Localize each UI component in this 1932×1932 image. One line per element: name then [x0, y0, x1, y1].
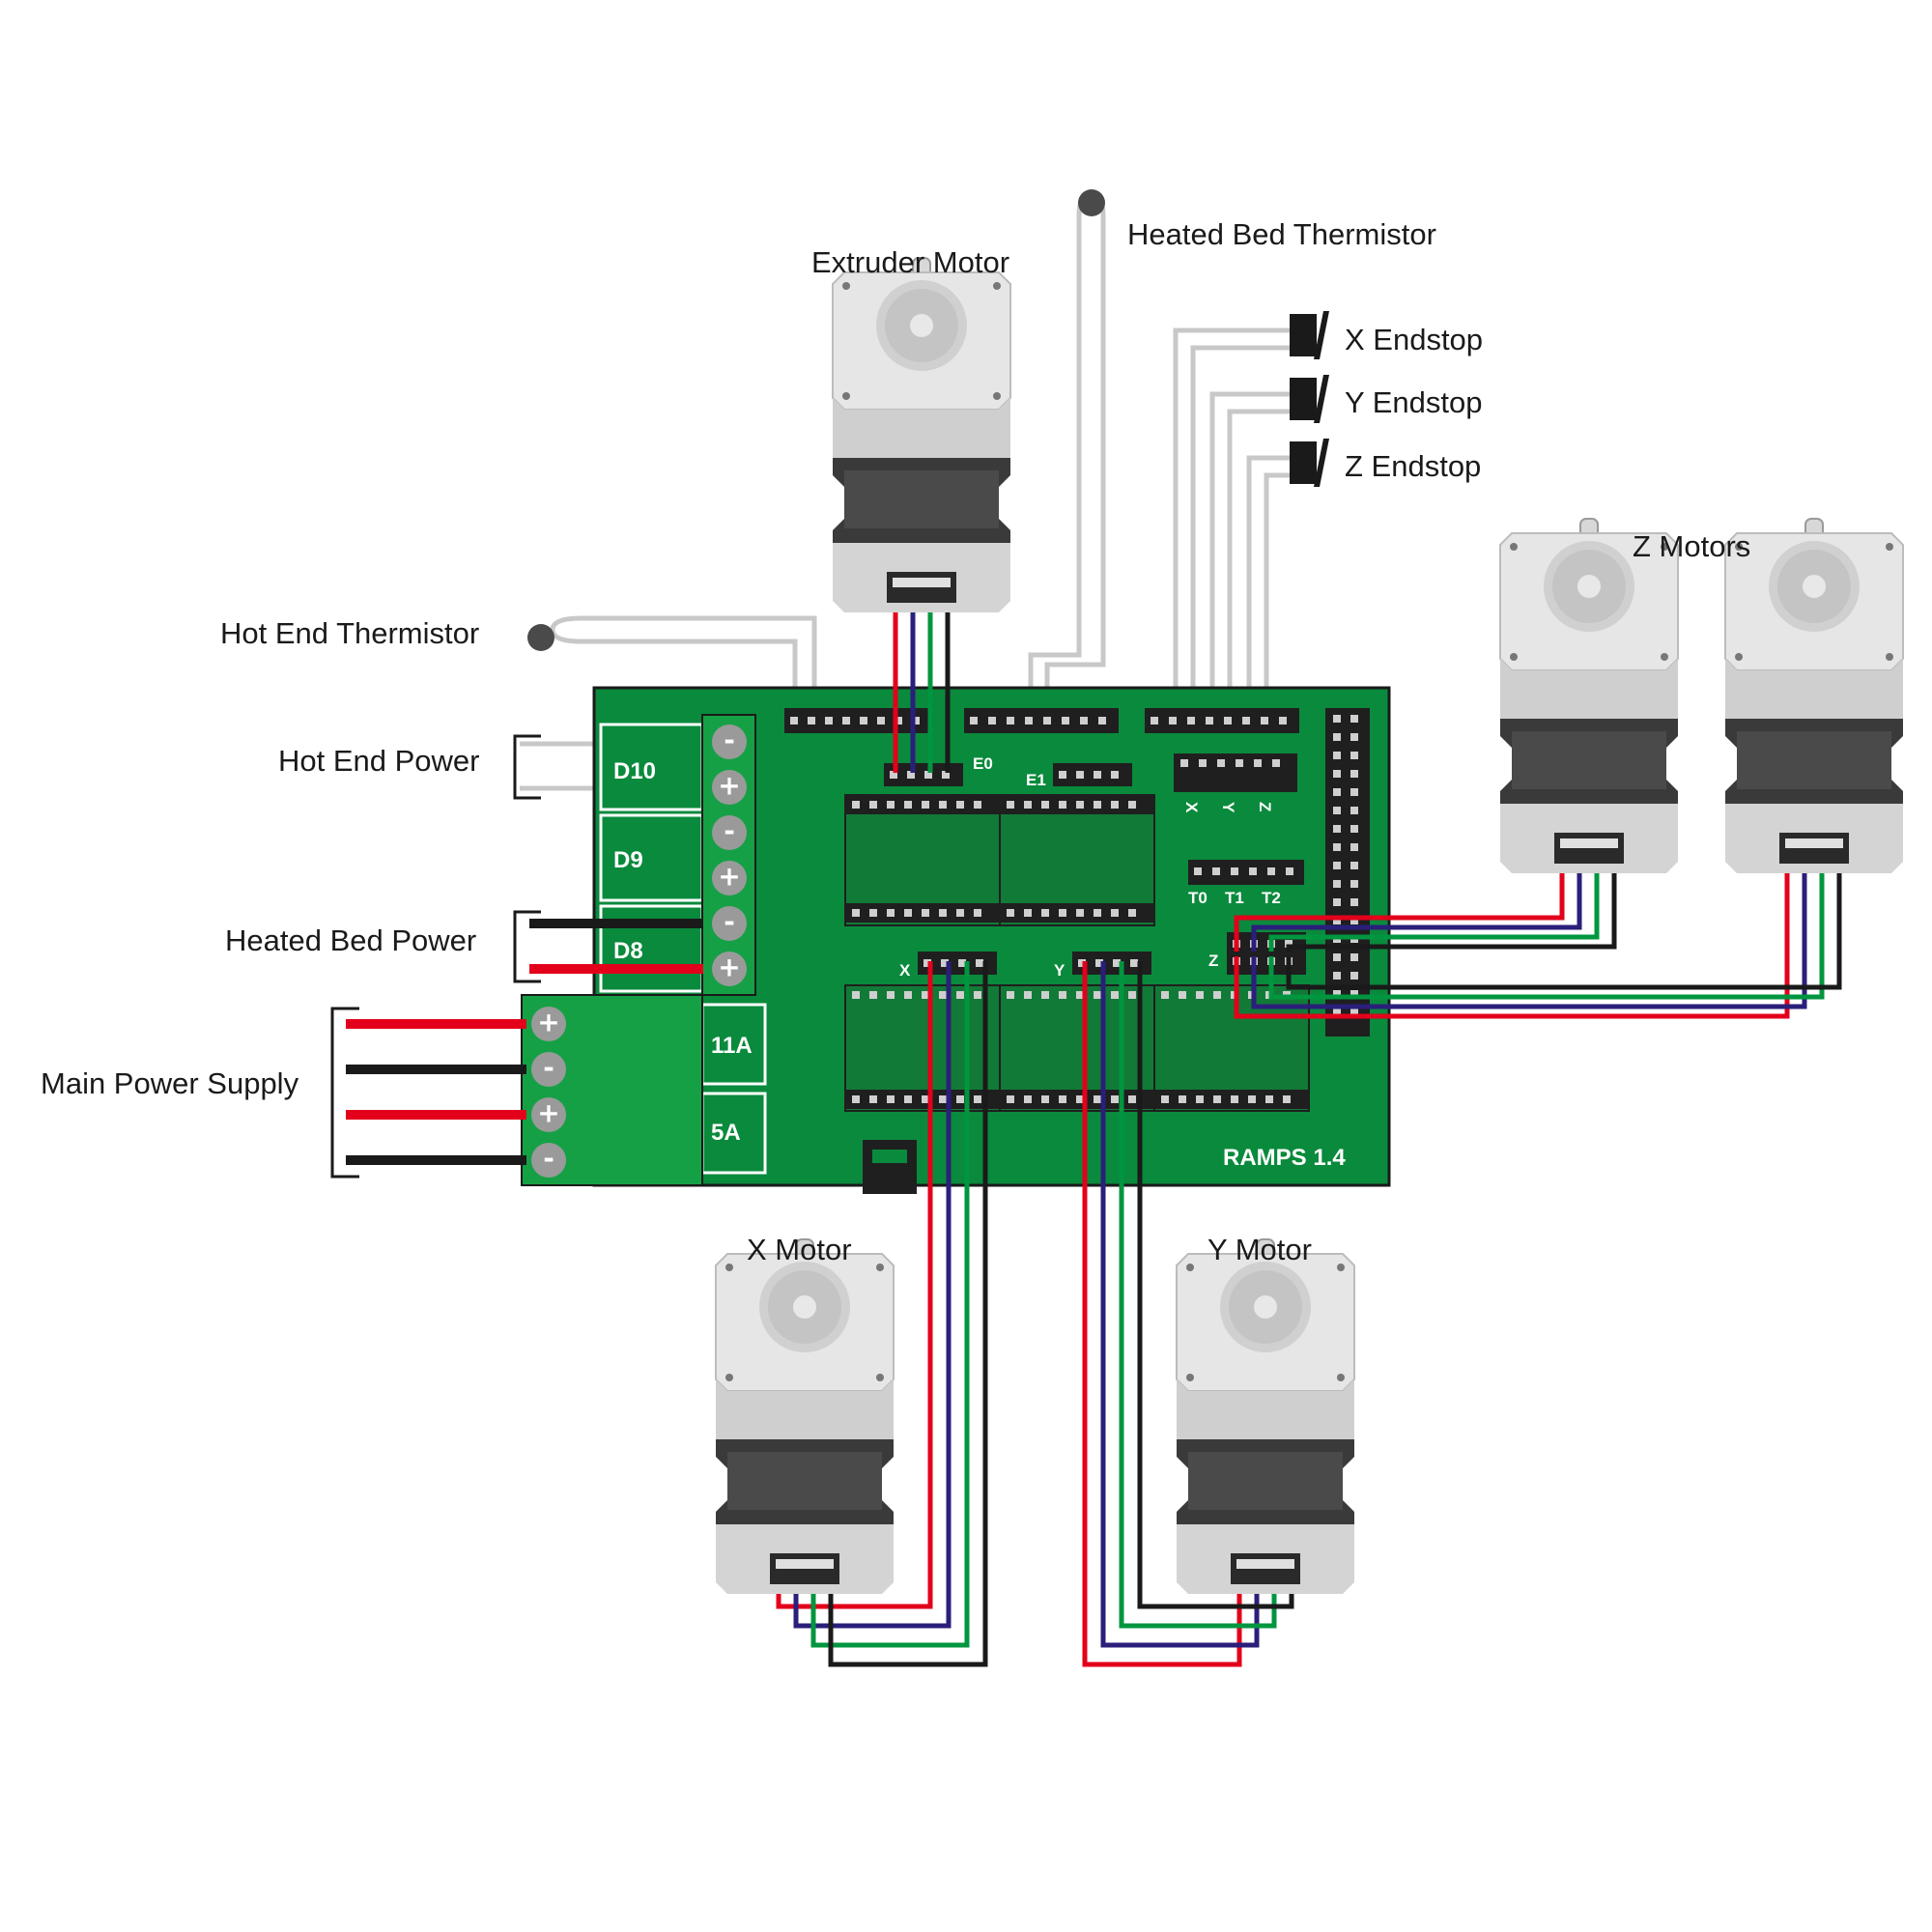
output-d8-label: D8: [613, 938, 643, 964]
heated-bed-power-label: Heated Bed Power: [225, 923, 476, 957]
y-motor: [1176, 1238, 1355, 1595]
hot-end-thermistor: [527, 615, 582, 651]
svg-text:+: +: [718, 770, 740, 802]
extruder-motor-label: Extruder Motor: [811, 245, 1009, 279]
svg-text:-: -: [724, 815, 735, 847]
thermistor-t2-label: T2: [1262, 889, 1281, 907]
aux-header: [1325, 708, 1370, 1037]
y-endstop: [1290, 375, 1329, 423]
svg-text:-: -: [543, 1143, 554, 1175]
svg-text:+: +: [718, 952, 740, 983]
fuse-11a-label: 11A: [711, 1033, 753, 1059]
power-terminal-screws: + - + -: [531, 1007, 566, 1178]
hot-end-power-label: Hot End Power: [278, 744, 480, 778]
endstop-y-pin-label: Y: [1219, 802, 1237, 813]
x-endstop: [1290, 311, 1329, 359]
driver-x-label: X: [899, 961, 911, 980]
board-name: RAMPS 1.4: [1223, 1145, 1346, 1171]
x-motor-label: X Motor: [747, 1233, 852, 1266]
y-motor-label: Y Motor: [1208, 1233, 1312, 1266]
thermistor-t1-label: T1: [1225, 889, 1244, 907]
svg-text:+: +: [718, 861, 740, 893]
svg-text:-: -: [724, 906, 735, 938]
x-motor: [715, 1238, 895, 1595]
output-terminal-screws: - + - + - +: [712, 724, 747, 986]
motor-wires: [776, 578, 1842, 1667]
main-power-supply-label: Main Power Supply: [41, 1066, 299, 1100]
driver-y-label: Y: [1054, 961, 1065, 980]
z-motor-left: [1499, 518, 1679, 874]
extruder-motor: [832, 257, 1011, 613]
z-endstop-label: Z Endstop: [1345, 449, 1481, 483]
y-endstop-label: Y Endstop: [1345, 385, 1482, 419]
label-brackets: [330, 734, 541, 1179]
svg-text:+: +: [537, 1007, 559, 1038]
power-wires: [346, 919, 703, 1165]
output-d10-label: D10: [613, 758, 656, 784]
svg-text:+: +: [537, 1097, 559, 1129]
hot-end-thermistor-label: Hot End Thermistor: [220, 616, 479, 650]
thermistor-t0-label: T0: [1188, 889, 1208, 907]
z-motor-right: [1724, 518, 1904, 874]
svg-text:-: -: [724, 724, 735, 756]
svg-text:-: -: [543, 1052, 554, 1084]
e0-label: E0: [973, 754, 993, 773]
endstop-z-pin-label: Z: [1256, 802, 1274, 811]
endstop-x-pin-label: X: [1182, 802, 1201, 813]
output-d9-label: D9: [613, 847, 643, 873]
driver-z-label: Z: [1208, 952, 1218, 970]
fuse-5a-label: 5A: [711, 1120, 741, 1146]
z-motors-label: Z Motors: [1633, 529, 1750, 563]
heated-bed-thermistor: [1076, 189, 1106, 217]
output-terminal: [701, 714, 756, 996]
header-pins: [790, 715, 1358, 1103]
e1-label: E1: [1026, 771, 1046, 789]
x-endstop-label: X Endstop: [1345, 323, 1483, 356]
z-endstop: [1290, 439, 1329, 487]
heated-bed-thermistor-label: Heated Bed Thermistor: [1127, 217, 1436, 251]
